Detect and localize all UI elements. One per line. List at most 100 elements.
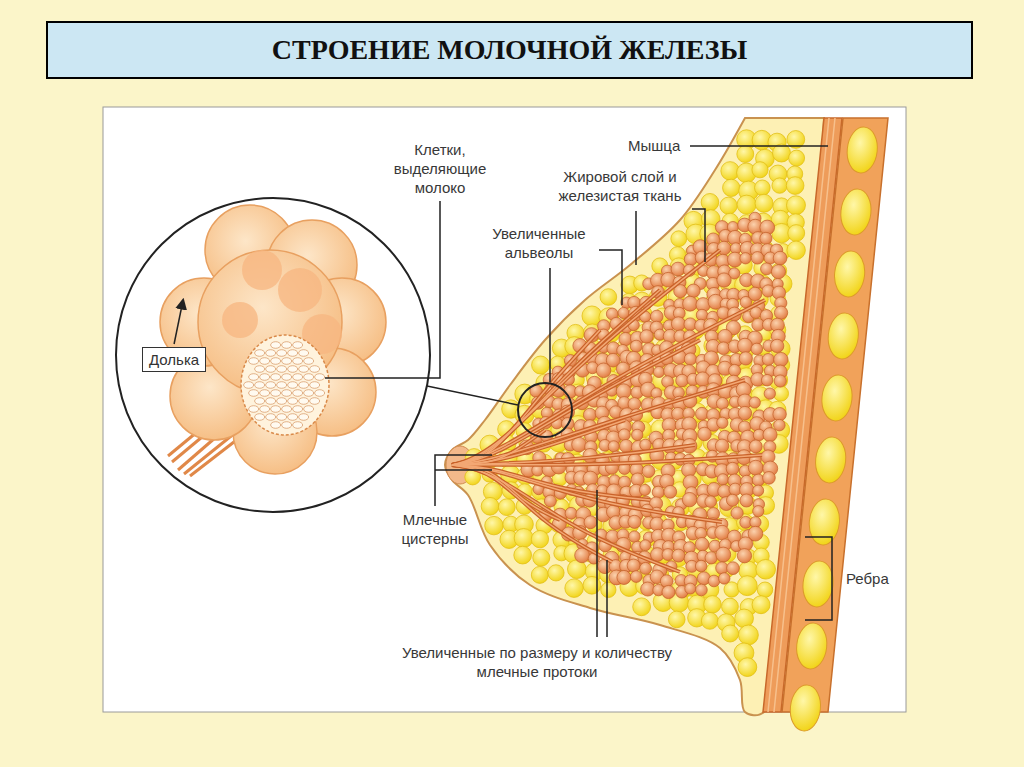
fat-lobule [787, 241, 805, 259]
fat-lobule [531, 530, 548, 547]
leader-line [690, 145, 828, 147]
alveolus [583, 471, 598, 486]
rib [813, 436, 848, 485]
fat-lobule [738, 625, 758, 645]
alveolus [687, 284, 700, 297]
alveolus [751, 343, 763, 355]
alveolus [717, 342, 730, 355]
secretory-cell [293, 374, 303, 381]
secretory-cell [255, 398, 265, 405]
secretory-cell [277, 382, 287, 389]
fat-lobule [722, 625, 739, 642]
secretory-cell [293, 358, 303, 365]
fat-lobule [789, 150, 805, 166]
alveolus [653, 366, 664, 377]
alveolus [632, 429, 643, 440]
alveolus [774, 419, 786, 431]
part-label: Ребра [846, 569, 889, 588]
rib [820, 374, 855, 423]
part-label: Клетки, выделяющие молоко [385, 140, 495, 197]
secretory-cell [288, 414, 298, 421]
secretory-cell [288, 398, 298, 405]
fat-lobule [722, 598, 739, 615]
secretory-cell [282, 390, 292, 397]
rib [839, 188, 874, 237]
alveolus [698, 427, 712, 441]
rib [801, 560, 836, 609]
alveolus [717, 474, 728, 485]
alveolus [740, 494, 753, 507]
secretory-cell [310, 398, 320, 405]
alveolus [774, 375, 786, 387]
alveolus [664, 485, 677, 498]
alveolus [544, 495, 556, 507]
rib [832, 250, 867, 299]
secretory-cell [260, 390, 270, 397]
rib-column [782, 118, 888, 712]
fat-lobule [738, 658, 757, 677]
alveolus [629, 531, 640, 542]
breast-body [445, 118, 824, 715]
fat-lobule [786, 196, 805, 215]
rib [807, 498, 842, 547]
milk-duct-core [452, 465, 722, 522]
fat-lobule [565, 579, 583, 597]
fat-lobule [752, 162, 768, 178]
rib [794, 622, 829, 671]
alveolus [640, 540, 651, 551]
alveolus [727, 562, 740, 575]
alveolus [751, 252, 764, 265]
secretory-cell [255, 350, 265, 357]
alveolus [715, 525, 730, 540]
fat-lobule [701, 612, 718, 629]
fat-lobule [737, 195, 756, 214]
alveolus [619, 439, 632, 452]
secretory-cell [277, 350, 287, 357]
fat-lobule [548, 565, 564, 581]
secretory-cell [266, 382, 276, 389]
alveolus [738, 338, 753, 353]
alveolus [705, 496, 717, 508]
alveolus [640, 562, 652, 574]
secretory-cell [288, 366, 298, 373]
secretory-cell [304, 390, 314, 397]
alveolus [662, 585, 675, 598]
alveolus [608, 441, 619, 452]
secretory-cell [282, 374, 292, 381]
secretory-cell [266, 398, 276, 405]
alveolus [683, 296, 698, 311]
secretory-cell [293, 406, 303, 413]
alveolus [731, 507, 743, 519]
leader-lines [325, 146, 832, 637]
alveolus [682, 492, 696, 506]
alveolus [565, 507, 577, 519]
alveolus [618, 429, 630, 441]
alveolus [695, 560, 707, 572]
alveolus [771, 265, 785, 279]
fat-layer [465, 130, 806, 677]
fat-lobule [723, 179, 740, 196]
alveolus [716, 547, 731, 562]
fat-lobule [485, 516, 503, 534]
fat-lobule [737, 576, 757, 596]
secretory-cell [282, 358, 292, 365]
magnifier-line [427, 386, 518, 405]
milk-duct-core [452, 300, 765, 465]
fat-lobule [498, 499, 515, 516]
rib [845, 126, 880, 175]
alveolus [684, 353, 696, 365]
rib [826, 312, 861, 361]
secretory-cell [299, 366, 309, 373]
box-label: Долька [149, 350, 199, 369]
alveolus [630, 340, 642, 352]
fat-lobule [633, 598, 651, 616]
alveolus [630, 571, 642, 583]
alveolus [763, 428, 777, 442]
lobule-shade [278, 268, 322, 312]
alveolus [628, 515, 641, 528]
alveolus [773, 251, 787, 265]
alveolus [726, 462, 739, 475]
secretory-cell [271, 342, 281, 349]
fat-lobule [481, 497, 499, 515]
alveolus [717, 273, 731, 287]
